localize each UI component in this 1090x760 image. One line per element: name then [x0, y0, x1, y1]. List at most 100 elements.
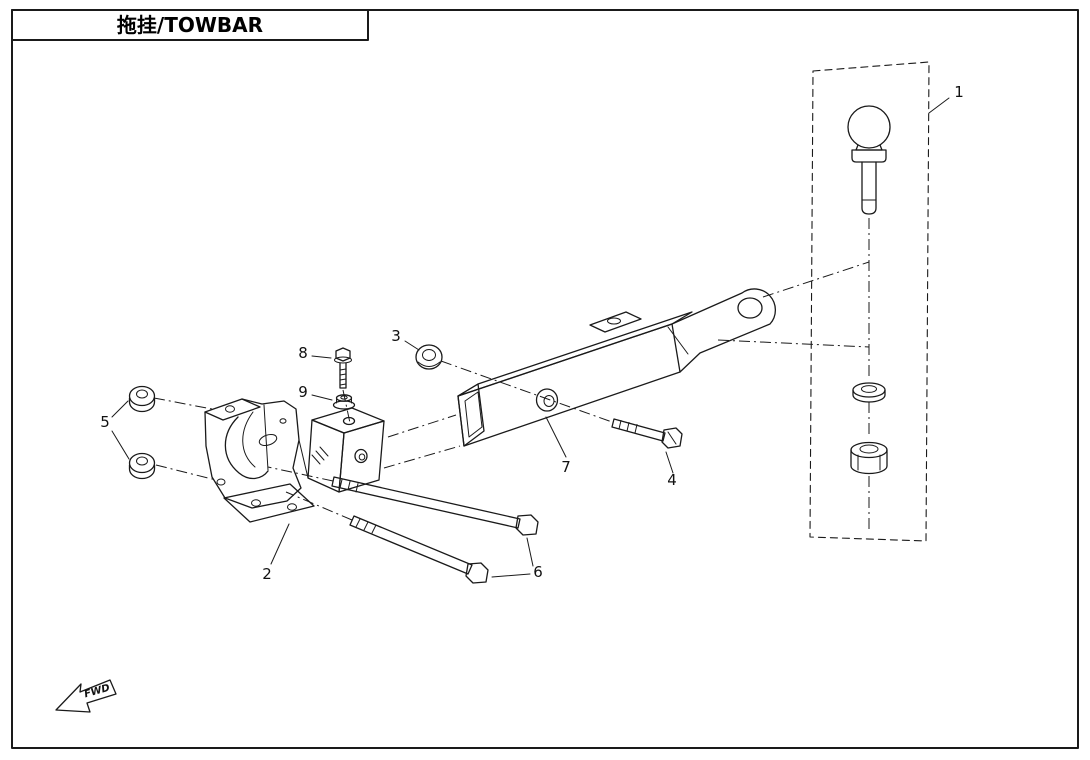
- bracket-top-tab-hole: [225, 405, 235, 413]
- callout-9-number: 9: [298, 383, 308, 401]
- callout-7-number: 7: [561, 458, 571, 476]
- callout-7: 7: [545, 416, 571, 476]
- bracket-bend-line: [263, 404, 269, 471]
- tongue-ball-hole: [737, 297, 763, 319]
- part-1-boundary-box: [809, 61, 930, 542]
- bracket-front-plate: [204, 398, 302, 509]
- assembly-centerlines: [153, 261, 870, 521]
- part-6-long-bolts: [331, 476, 539, 584]
- callout-5-leader-upper: [111, 400, 129, 418]
- bolt6a-shaft: [331, 476, 521, 529]
- ball-shank: [861, 161, 877, 215]
- bolt6b-thread-1: [355, 518, 361, 528]
- cl-tongue-to-ball: [762, 261, 870, 298]
- callout-5-number: 5: [100, 413, 110, 431]
- bolt6a-thread-2: [347, 481, 351, 491]
- bracket-top-tab: [204, 398, 261, 421]
- bolt4-head: [661, 427, 683, 449]
- bolt8-thread-1: [339, 368, 347, 371]
- bushing-outer: [415, 344, 443, 370]
- callout-3: 3: [391, 327, 420, 351]
- cl-bracket-to-tube-2: [383, 445, 461, 469]
- tube-pin-hole-inner: [543, 395, 555, 407]
- callout-8-leader: [311, 355, 332, 359]
- callout-4: 4: [665, 451, 677, 489]
- callout-4-leader: [665, 451, 674, 474]
- cl-bolt8-nut9-axis: [342, 389, 351, 424]
- bolt4-thread-2: [626, 422, 630, 432]
- cl-bushing-hole-bolt: [440, 360, 613, 423]
- hitch-ball: [847, 105, 891, 149]
- callout-1: 1: [928, 83, 964, 114]
- cl-bolt6a-axis: [267, 466, 334, 482]
- callout-4-number: 4: [667, 471, 677, 489]
- cl-bracket-to-tube-1: [387, 414, 457, 438]
- tube-top-face: [457, 311, 693, 397]
- ball-washer-hole: [861, 385, 877, 393]
- flange-nut-upper: [128, 385, 156, 407]
- callout-5-leader-lower: [111, 430, 130, 460]
- callout-3-number: 3: [391, 327, 401, 345]
- bracket-small-hole: [279, 418, 287, 424]
- flange-nut-lower: [128, 452, 156, 474]
- callout-8-number: 8: [298, 344, 308, 362]
- tube-end-inner: [464, 391, 483, 438]
- flange-nut-lower-hole: [136, 456, 148, 466]
- part-7-towbar-shank: [457, 288, 777, 447]
- bracket-lower-flange: [223, 483, 315, 523]
- ball-washer-side: [852, 389, 886, 403]
- bracket-box-join: [298, 439, 309, 479]
- fwd-arrow: [55, 679, 117, 713]
- bolt4-head-facet: [667, 431, 677, 445]
- cl-tongue-to-nut: [717, 339, 870, 348]
- callouts: 1 2 3 4 5 6 7 8: [100, 83, 964, 583]
- tube-end-face: [457, 383, 485, 447]
- bushing-flange: [417, 361, 441, 367]
- part-1-hitch-ball-assembly: [809, 61, 930, 542]
- cl-nut-upper-to-bracket: [153, 397, 213, 410]
- bracket-box-left: [307, 419, 345, 493]
- border-rect: [11, 9, 1079, 749]
- flange-nut-upper-side: [128, 397, 156, 413]
- bracket-u-notch-front: [224, 416, 269, 480]
- tube-top-tab: [589, 311, 642, 333]
- callout-9-leader: [311, 394, 333, 401]
- callout-1-number: 1: [954, 83, 964, 101]
- tongue-bend-line: [667, 326, 689, 355]
- bracket-box-front-hole: [354, 448, 368, 464]
- bracket-slot: [258, 433, 278, 447]
- ball-collar: [851, 149, 887, 163]
- bolt6b-head: [465, 562, 489, 584]
- nut9-flange: [332, 400, 356, 410]
- callout-2: 2: [262, 523, 290, 583]
- callout-2-leader: [270, 523, 290, 565]
- callout-6-leader-upper: [526, 537, 534, 567]
- bracket-left-hole: [216, 478, 226, 486]
- bolt6a-thread-3: [355, 483, 359, 493]
- bracket-hatch-2: [315, 450, 325, 461]
- callout-6: 6: [491, 537, 543, 581]
- callout-9: 9: [298, 383, 333, 401]
- bolt6a-head: [515, 514, 539, 536]
- part-2-mount-bracket: [204, 398, 385, 523]
- part-4-hex-bolt: [611, 418, 683, 449]
- bracket-box-front: [338, 420, 385, 493]
- tab-slot: [607, 317, 621, 325]
- page-border: [11, 9, 1079, 749]
- bracket-hatch-3: [319, 446, 329, 457]
- callout-2-number: 2: [262, 565, 272, 583]
- bolt6b-thread-3: [371, 524, 377, 534]
- cl-nut-lower-to-bracket: [155, 464, 217, 481]
- tube-pin-hole: [535, 388, 559, 412]
- ball-nut-body: [850, 449, 888, 475]
- part-3-bushing: [415, 344, 443, 370]
- bracket-lower-hole-2: [287, 503, 297, 511]
- bracket-box-front-hole-inner: [358, 453, 366, 461]
- callout-6-number: 6: [533, 563, 543, 581]
- callout-3-leader: [404, 340, 420, 351]
- title-block: 拖挂/TOWBAR: [11, 9, 369, 41]
- page-title: 拖挂/TOWBAR: [117, 13, 263, 37]
- bracket-lower-hole-1: [251, 499, 261, 507]
